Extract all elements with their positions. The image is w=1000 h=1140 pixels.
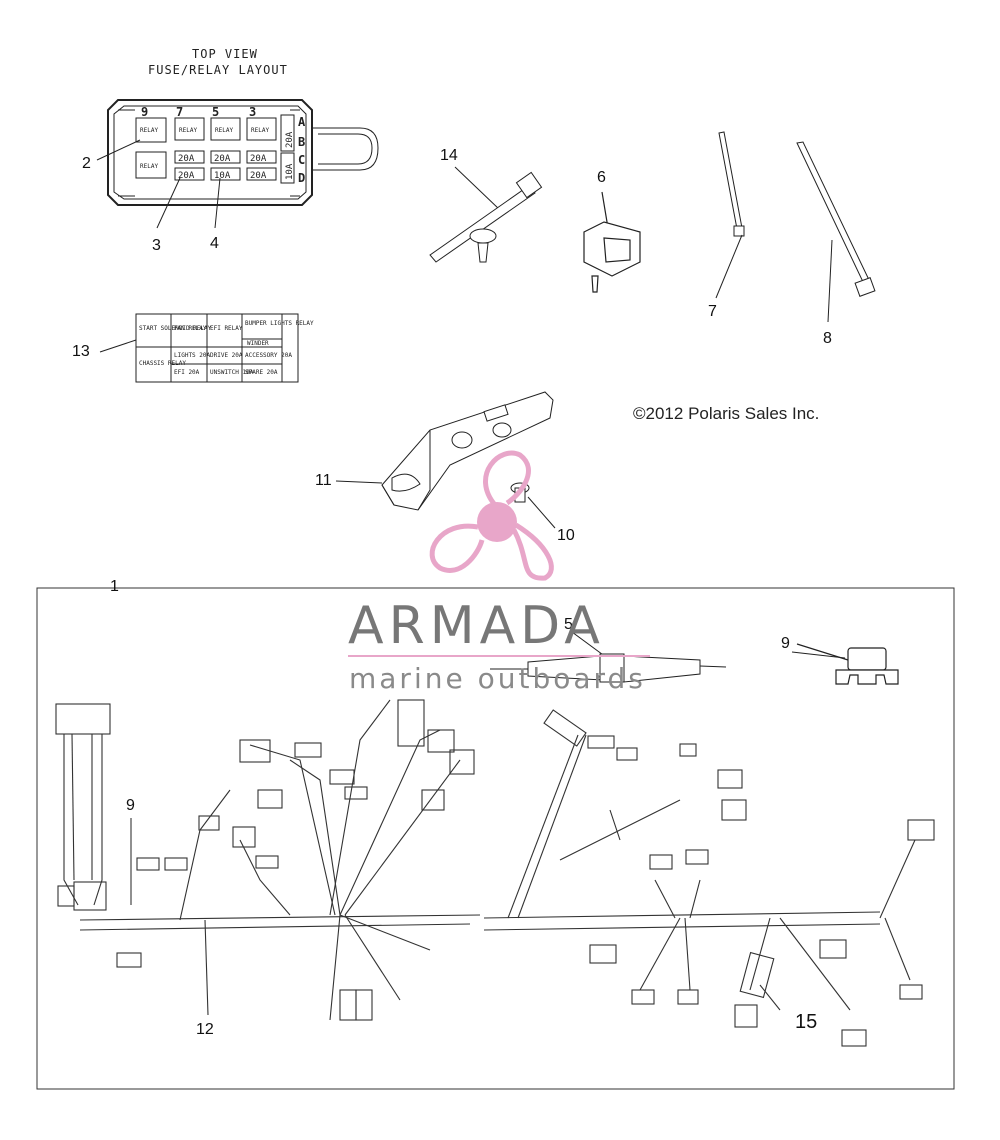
callout-2: 2	[82, 155, 91, 172]
card-cell: EFI 20A	[174, 369, 200, 376]
callout-10: 10	[557, 527, 575, 544]
main-harness-right	[483, 709, 935, 1047]
relay-label: RELAY	[251, 127, 269, 134]
diagram-title-line1: TOP VIEW	[192, 47, 258, 61]
callout-1: 1	[110, 578, 119, 595]
card-cell: CHASSIS RELAY	[139, 360, 186, 367]
slot-number: 9	[141, 105, 148, 119]
callout-9-harness: 9	[126, 797, 135, 814]
row-letter: D	[298, 171, 305, 185]
cable-tie-long	[715, 131, 876, 323]
callout-4: 4	[210, 235, 219, 252]
row-letter: C	[298, 153, 305, 167]
watermark-underline	[348, 655, 650, 657]
screw	[510, 482, 556, 529]
row-letter: B	[298, 135, 305, 149]
callout-15: 15	[795, 1011, 818, 1033]
card-cell: BUMPER LIGHTS RELAY	[245, 320, 314, 327]
row-letter: A	[298, 115, 306, 129]
callout-8: 8	[823, 330, 832, 347]
copyright-notice: ©2012 Polaris Sales Inc.	[633, 404, 820, 423]
slot-number: 3	[249, 105, 256, 119]
relay-bracket	[335, 391, 554, 511]
card-cell: EFI RELAY	[210, 325, 243, 332]
fuse-label: 20A	[285, 131, 295, 148]
callout-5: 5	[564, 616, 573, 633]
fuse-label: 20A	[214, 154, 231, 164]
logo-mark	[429, 450, 554, 581]
label-card	[99, 313, 299, 383]
callout-13: 13	[72, 343, 90, 360]
inline-fuse-holder	[490, 631, 727, 683]
harness-frame	[36, 587, 955, 1090]
callout-7: 7	[708, 303, 717, 320]
relay-label: RELAY	[140, 163, 158, 170]
fuse-label: 10A	[214, 171, 231, 181]
watermark-tagline: marine outboards	[349, 662, 646, 695]
fuse-label: 20A	[250, 154, 267, 164]
callout-3: 3	[152, 237, 161, 254]
card-cell: FAN RELAY	[174, 325, 207, 332]
fuse-box-text: 9 7 5 3 A B C D RELAY RELAY RELAY RELAY …	[140, 105, 306, 185]
main-harness-left	[55, 699, 481, 1021]
cable-tie-mount	[429, 166, 543, 263]
slot-number: 5	[212, 105, 219, 119]
card-cell: UNSWITCH 10A	[210, 369, 254, 376]
card-cell: SPARE 20A	[245, 369, 278, 376]
callout-9-fuse-holder: 9	[781, 635, 790, 652]
fuse-holder-small	[796, 643, 899, 685]
card-cell: WINDER	[247, 340, 269, 347]
fuse-label: 20A	[178, 154, 195, 164]
watermark-brand: ARMADA	[348, 596, 605, 656]
relay-label: RELAY	[215, 127, 233, 134]
card-cell: START SOLENOID RELAY	[139, 325, 212, 332]
slot-number: 7	[176, 105, 183, 119]
fuse-label: 10A	[285, 163, 295, 180]
card-cell: LIGHTS 20A	[174, 352, 211, 359]
fuse-label: 20A	[178, 171, 195, 181]
callout-6: 6	[597, 169, 606, 186]
callout-14: 14	[440, 147, 458, 164]
relay-label: RELAY	[140, 127, 158, 134]
relay-label: RELAY	[179, 127, 197, 134]
card-cell: DRIVE 20A	[210, 352, 243, 359]
fuse-relay-box	[107, 99, 379, 206]
fuse-label: 20A	[250, 171, 267, 181]
callout-12: 12	[196, 1021, 214, 1038]
label-card-text: START SOLENOID RELAY FAN RELAY EFI RELAY…	[139, 320, 314, 376]
harness-clip	[583, 191, 641, 293]
card-cell: ACCESSORY 20A	[245, 352, 292, 359]
callout-11: 11	[315, 472, 332, 489]
leader-line	[791, 651, 846, 659]
diagram-title-line2: FUSE/RELAY LAYOUT	[148, 63, 288, 77]
